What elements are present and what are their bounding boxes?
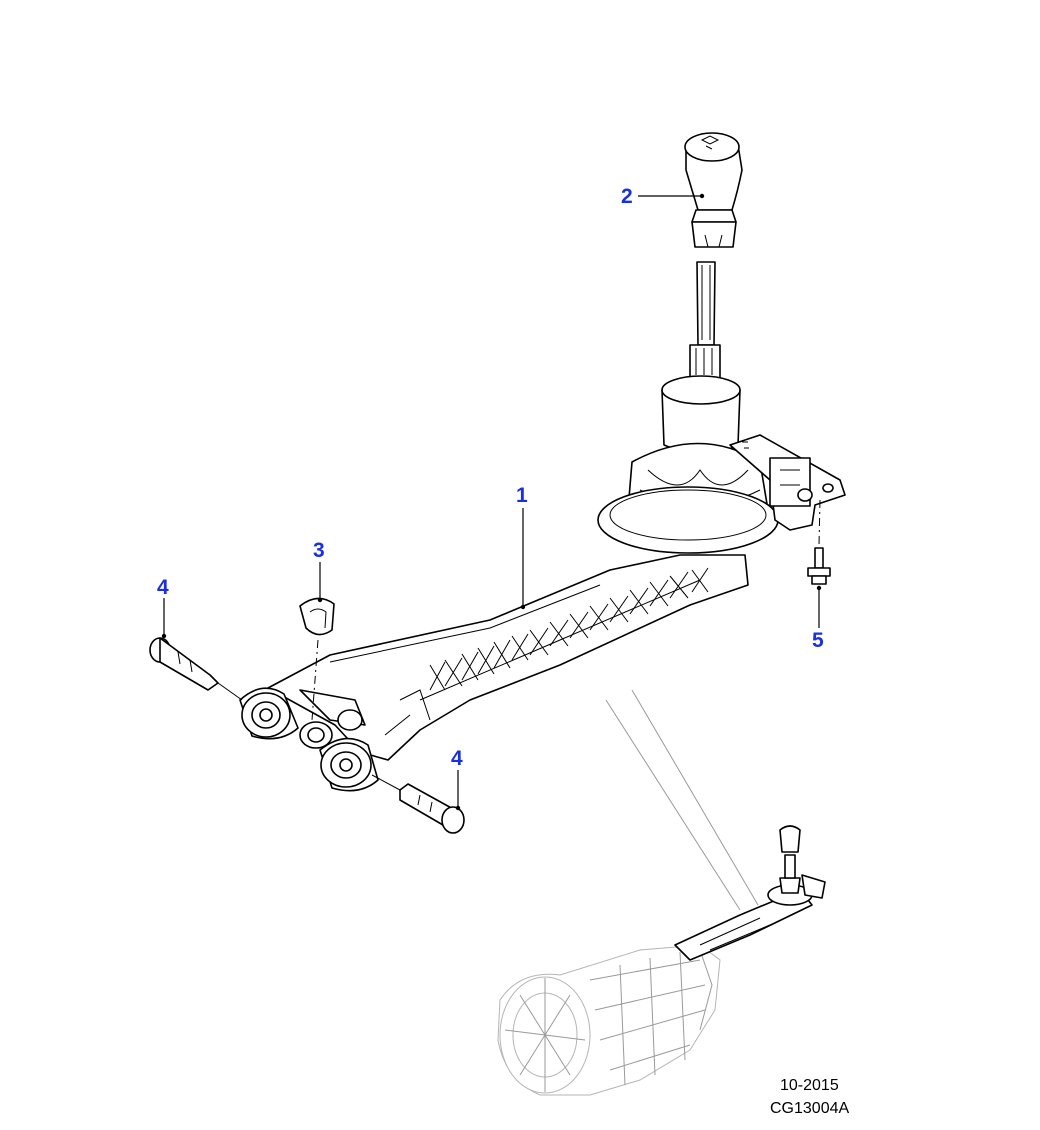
clip-centerline [311,639,319,721]
footer-date: 10-2015 [780,1077,839,1094]
bushing-middle [299,709,363,749]
gear-lever-shaft [689,261,721,379]
inset-pointer-lines [605,689,759,911]
lever-housing [597,375,779,554]
transmission-inset [497,825,826,1096]
callout-2: 2 [621,185,633,208]
bushing-left [239,687,299,740]
retaining-clip [299,597,335,636]
callout-5: 5 [812,629,824,652]
mounting-bracket [729,434,846,531]
pin-right-axis [371,774,401,791]
pivot-pin-left [149,637,219,691]
gear-lever-arm [267,554,749,761]
bushing-right [319,737,379,792]
leader-lines [161,193,822,811]
pin-left-axis [217,682,243,701]
mounting-bolt [807,547,831,585]
bolt-centerline [818,499,821,546]
callout-3: 3 [313,539,325,562]
footer-code: CG13004A [770,1100,850,1117]
callout-4-left: 4 [157,576,169,599]
callout-4-right: 4 [451,747,463,770]
pivot-pin-right [399,783,465,834]
callout-1: 1 [516,484,528,507]
gear-knob [684,132,743,248]
